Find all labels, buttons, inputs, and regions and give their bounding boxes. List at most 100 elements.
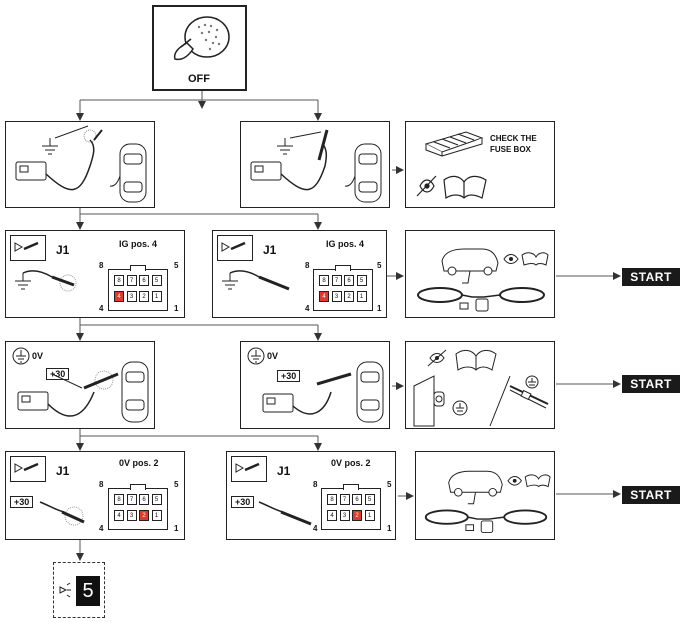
connector-pin-3: 3 (126, 291, 137, 302)
probe-illustration (258, 501, 312, 526)
connector-pin-3: 3 (339, 510, 350, 521)
ecu-probe-car-illustration (15, 125, 147, 203)
probe-icon-frame (217, 235, 253, 261)
connector-pin-4: 4 (319, 291, 329, 302)
fuse-box-icon (424, 131, 484, 157)
pin-label-4: 4 (99, 524, 104, 533)
j1-label: J1 (277, 464, 291, 478)
pin-label-8: 8 (305, 261, 310, 270)
inspect-harness-panel-2 (415, 451, 555, 540)
check-label-line1: CHECK THE (490, 134, 537, 143)
probe-small-icon (59, 582, 71, 598)
connector-pin-6: 6 (139, 494, 149, 505)
voltage-probe-box-left: 0V +30 (5, 341, 155, 429)
probe-ground-car-box-right (240, 121, 390, 208)
j1-label: J1 (56, 243, 70, 257)
pin-label-1: 1 (377, 304, 382, 313)
connector-pin-2: 2 (344, 291, 354, 302)
connector-pin-1: 1 (151, 510, 162, 521)
connector-pin-8: 8 (114, 494, 124, 505)
ignition-off-box: OFF (152, 5, 247, 91)
connector-pin-4: 4 (327, 510, 337, 521)
voltage-probe-box-right: 0V +30 (240, 341, 390, 429)
connector-pin-1: 1 (356, 291, 367, 302)
ground-probe-illustration (222, 270, 290, 291)
car-harness-illustration (417, 248, 549, 312)
connector-title: 0V pos. 2 (331, 458, 371, 468)
connector-pin-7: 7 (331, 275, 342, 286)
pin-label-8: 8 (313, 480, 318, 489)
connector-pin-2: 2 (139, 510, 149, 521)
plus30-tag: +30 (231, 496, 255, 508)
pin-label-5: 5 (174, 480, 179, 489)
inspect-harness-panel-1 (405, 230, 555, 318)
plus30-tag: +30 (277, 370, 301, 382)
connector-title: 0V pos. 2 (119, 458, 159, 468)
ecu-probe-car-illustration (250, 129, 382, 203)
pin-label-1: 1 (387, 524, 392, 533)
probe-icon-frame (10, 456, 46, 482)
probe-ground-car-box-left (5, 121, 155, 208)
pin-label-5: 5 (377, 261, 382, 270)
connector-pin-8: 8 (327, 494, 337, 505)
connector-pin-1: 1 (364, 510, 375, 521)
plus30-tag: +30 (10, 496, 34, 508)
pin-label-5: 5 (174, 261, 179, 270)
ecu-probe-car-illustration (262, 361, 384, 423)
connector-pin-8: 8 (319, 275, 329, 286)
connector-pin-8: 8 (114, 275, 124, 286)
connector-pin-4: 4 (114, 291, 124, 302)
next-step-number: 5 (76, 576, 100, 606)
off-label: OFF (188, 73, 210, 85)
start-button-3[interactable]: START (622, 486, 680, 504)
start-button-2[interactable]: START (622, 375, 680, 393)
connector-pin-5: 5 (356, 275, 367, 286)
pin-label-1: 1 (174, 524, 179, 533)
pin-label-4: 4 (305, 304, 310, 313)
voltage-label: 0V (267, 351, 279, 361)
j1-label: J1 (56, 464, 70, 478)
connector-title: IG pos. 4 (326, 239, 365, 249)
check-fuse-box-panel: CHECK THE FUSE BOX (405, 121, 555, 208)
connector-pin-2: 2 (352, 510, 362, 521)
voltage-label: 0V (32, 351, 44, 361)
car-harness-illustration (424, 470, 551, 533)
connector-pin-5: 5 (151, 275, 162, 286)
ignition-key-icon (173, 16, 230, 61)
pin-label-4: 4 (99, 304, 104, 313)
pin-label-5: 5 (387, 480, 392, 489)
connector-pin-6: 6 (344, 275, 354, 286)
connector-pin-6: 6 (139, 275, 149, 286)
connector-pin-5: 5 (151, 494, 162, 505)
start-button-1[interactable]: START (622, 268, 680, 286)
check-label-line2: FUSE BOX (490, 145, 531, 154)
connector-pin-7: 7 (126, 494, 137, 505)
connector-pin-7: 7 (339, 494, 350, 505)
plus30-tag: +30 (46, 368, 70, 380)
connector-pin-7: 7 (126, 275, 137, 286)
pin-label-8: 8 (99, 261, 104, 270)
eye-manual-icon (416, 175, 487, 200)
probe-icon-frame (231, 456, 267, 482)
pin-label-8: 8 (99, 480, 104, 489)
probe-illustration (39, 501, 85, 526)
connector-pin-4: 4 (114, 510, 124, 521)
connector-pin-1: 1 (151, 291, 162, 302)
connector-pin-3: 3 (331, 291, 342, 302)
next-step-box[interactable]: 5 (53, 562, 105, 618)
ground-point-illustration (413, 349, 549, 427)
connector-pin-2: 2 (139, 291, 149, 302)
connector-pin-3: 3 (126, 510, 137, 521)
ecu-probe-car-illustration (17, 361, 149, 423)
connector-pin-5: 5 (364, 494, 375, 505)
pin-label-1: 1 (174, 304, 179, 313)
pin-label-4: 4 (313, 524, 318, 533)
